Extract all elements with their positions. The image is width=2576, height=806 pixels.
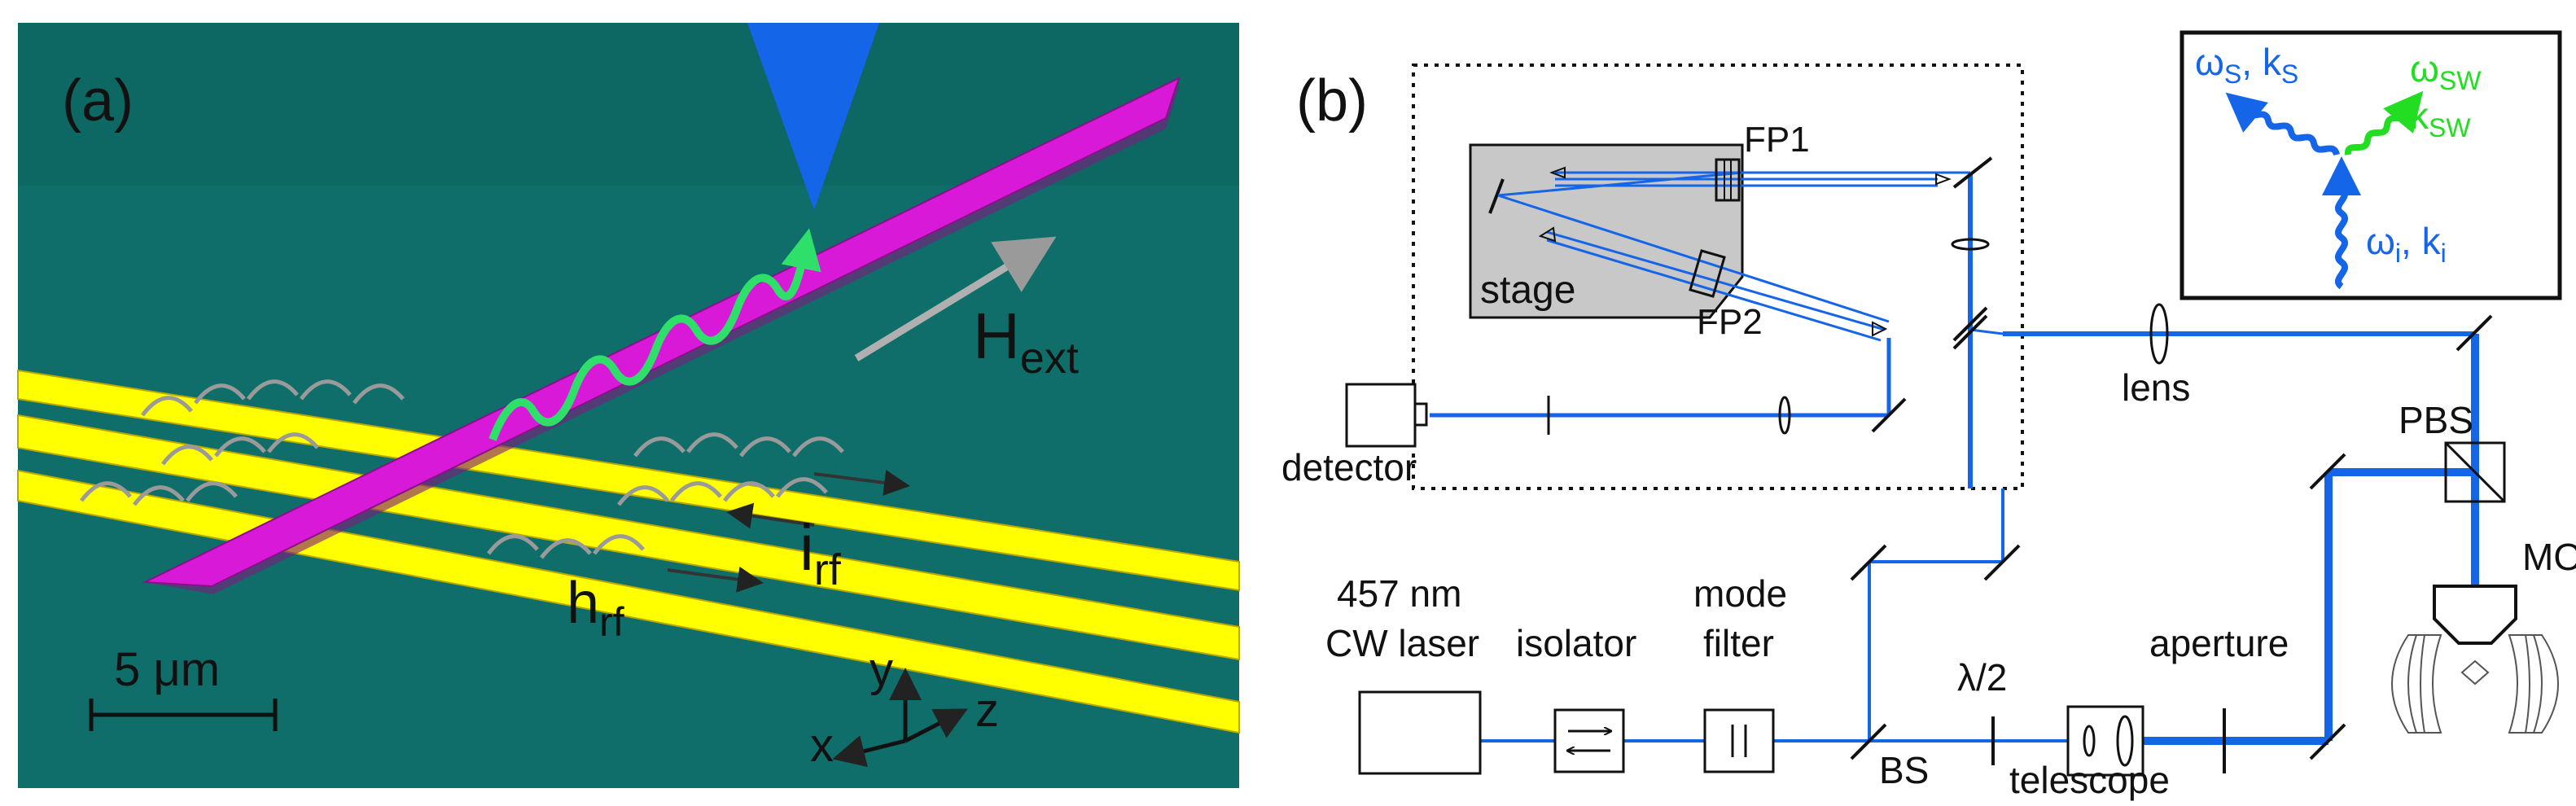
panel-a-label: (a) (62, 68, 134, 134)
panel-b-label: (b) (1296, 68, 1368, 134)
rf-field-loops (80, 379, 844, 559)
laser-cone (747, 23, 879, 210)
incoming-photon-icon (2322, 156, 2361, 290)
scale-bar (89, 699, 278, 731)
mirror-detector-path (1871, 397, 1907, 433)
lens-outside (2149, 303, 2169, 365)
telescope (2066, 705, 2144, 777)
mode-filter-label-line1: mode (1693, 572, 1787, 615)
lens-detector (1778, 396, 1791, 435)
tfp-beams (1430, 171, 1973, 488)
half-wave-label: λ/2 (1957, 656, 2007, 699)
detector-window (1413, 402, 1428, 427)
scattered-photon-icon (2225, 92, 2340, 156)
detector (1345, 383, 1417, 448)
k-sw-label: kSW (2410, 94, 2471, 142)
mo-label: MO (2522, 536, 2576, 578)
telescope-lens-2 (2116, 715, 2134, 767)
axis-y-label: y (870, 643, 893, 696)
aperture-label: aperture (2149, 622, 2289, 664)
omega-s-k-s-label: ωS, kS (2195, 41, 2298, 89)
omega-i-k-i-label: ωi, ki (2366, 220, 2447, 268)
coordinate-axes (832, 668, 968, 768)
isolator-label: isolator (1516, 622, 1636, 664)
telescope-lens-1 (2083, 725, 2096, 757)
mirror-enclosure-exit (1952, 314, 1988, 350)
current-arrow-2 (726, 502, 815, 529)
mirror-lower-mid (1983, 544, 2021, 581)
current-arrow-1 (813, 470, 910, 496)
fp2-etalon (1689, 249, 1726, 298)
mirror-tfp-exit (1952, 306, 1988, 342)
pbs-label: PBS (2399, 399, 2473, 441)
pbs-diagonal (2444, 441, 2506, 503)
panel-b: (b) stage FP1 FP2 (1281, 30, 2576, 801)
current-arrow-3 (667, 566, 764, 593)
bs-label: BS (1879, 749, 1929, 791)
scattering-inset (2180, 30, 2562, 300)
axis-z-label: z (975, 684, 999, 737)
mode-filter-label-line2: filter (1703, 622, 1774, 664)
h-rf-label: hrf (567, 571, 624, 645)
stage-mirror (1488, 178, 1505, 214)
spin-wave-icon (488, 228, 821, 441)
h-ext-arrow (854, 236, 1057, 361)
retro-markers (1538, 166, 1952, 337)
pbs (2444, 441, 2506, 503)
lens-inner (1951, 238, 1990, 251)
omega-sw-label: ωSW (2410, 47, 2482, 95)
mirror-top-right (1952, 156, 1993, 189)
stage-label: stage (1480, 269, 1575, 312)
mirror-pbs-side (2309, 453, 2346, 490)
mirror-top-right-2 (2456, 314, 2493, 352)
h-ext-label: Hext (973, 300, 1079, 383)
cw-laser (1358, 690, 1482, 775)
fp1-label: FP1 (1744, 120, 1810, 160)
axis-x-label: x (810, 719, 834, 772)
fp2-label: FP2 (1697, 302, 1763, 342)
laser-label-line1: 457 nm (1337, 572, 1461, 615)
fp1-etalon-2 (1724, 159, 1732, 201)
laser-label-line2: CW laser (1325, 622, 1479, 664)
microscope-objective (2433, 585, 2517, 645)
telescope-label: telescope (2009, 759, 2170, 801)
mirror-aperture-side (2309, 723, 2346, 760)
i-rf-label: irf (800, 511, 842, 594)
sample-holder (2391, 634, 2559, 734)
mirror-lower-left (1850, 544, 1887, 581)
bs-mirror (1850, 723, 1887, 760)
spin-wave-magnon-icon (2344, 90, 2424, 156)
panel-a: (a) Hext irf hrf 5 μm y z x (17, 23, 1240, 788)
lens-label: lens (2122, 366, 2190, 409)
scale-bar-label: 5 μm (114, 643, 220, 696)
mode-filter (1703, 708, 1775, 773)
detector-label: detector (1281, 446, 1417, 488)
tfp-enclosure (1412, 64, 2024, 490)
waveguide-signal-line-1 (17, 369, 1240, 592)
isolator (1553, 708, 1625, 773)
